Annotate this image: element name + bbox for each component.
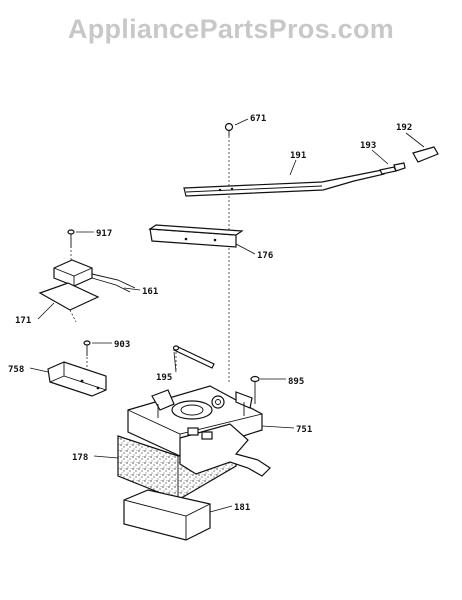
- part-161-switch[interactable]: [53, 259, 141, 293]
- part-195-pin[interactable]: [172, 345, 215, 373]
- part-193-link[interactable]: [371, 149, 406, 175]
- part-751-plate[interactable]: [127, 385, 295, 477]
- label-181: 181: [234, 503, 250, 513]
- label-192: 192: [396, 123, 412, 133]
- part-176-bracket[interactable]: [148, 224, 256, 255]
- label-895: 895: [288, 377, 304, 387]
- part-192-knob[interactable]: [405, 132, 439, 163]
- label-751: 751: [296, 425, 312, 435]
- part-895-screw[interactable]: [250, 375, 286, 405]
- part-181-pad[interactable]: [123, 489, 233, 541]
- label-171: 171: [15, 316, 31, 326]
- label-193: 193: [360, 141, 376, 151]
- label-917: 917: [96, 229, 112, 239]
- label-195: 195: [156, 373, 172, 383]
- part-671-screw[interactable]: [224, 118, 249, 136]
- part-917-screw[interactable]: [67, 229, 94, 262]
- label-161: 161: [142, 287, 158, 297]
- watermark-logo: AppliancePartsPros.com: [67, 14, 395, 44]
- label-903: 903: [114, 340, 130, 350]
- part-758-bracket[interactable]: [29, 361, 107, 397]
- label-758: 758: [8, 365, 24, 375]
- label-178: 178: [72, 453, 88, 463]
- part-903-screw[interactable]: [83, 340, 112, 370]
- label-671: 671: [250, 114, 266, 124]
- part-171-insulator[interactable]: [37, 282, 100, 323]
- label-191: 191: [290, 151, 306, 161]
- part-191-arm[interactable]: [183, 159, 385, 197]
- label-176: 176: [257, 251, 273, 261]
